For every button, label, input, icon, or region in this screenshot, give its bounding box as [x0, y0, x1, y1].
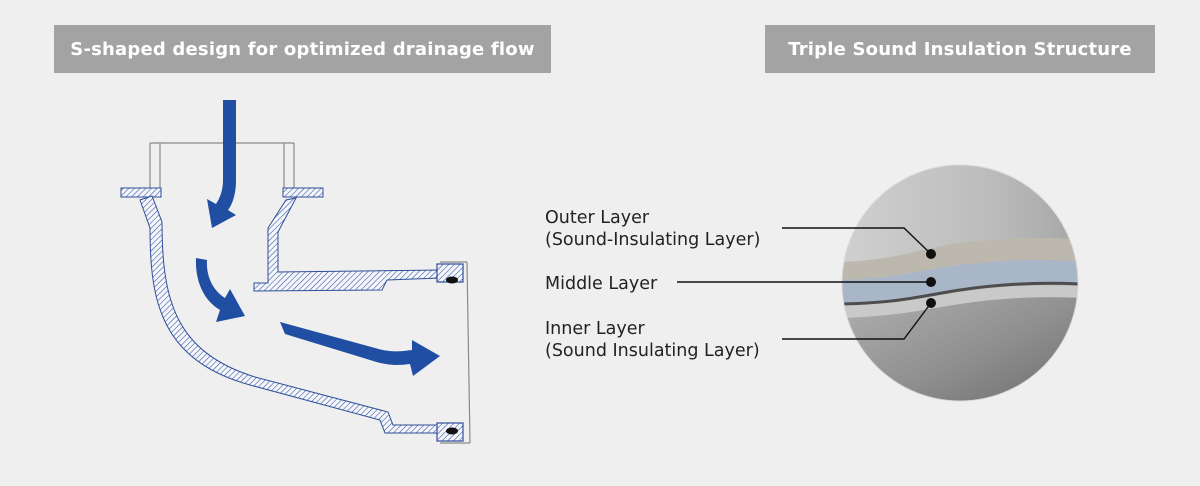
leader-lines [677, 227, 932, 340]
seal-ring-top [446, 276, 458, 284]
leader-outer [782, 227, 932, 255]
inner-layer-band [842, 285, 1078, 318]
pipe-inner-wall [253, 197, 441, 292]
middle-layer-label: Middle Layer [545, 274, 658, 294]
flow-arrows [195, 100, 440, 376]
marker-middle [926, 277, 936, 287]
flow-arrow-1 [207, 100, 236, 228]
flow-arrow-2 [195, 258, 245, 322]
marker-inner [926, 298, 936, 308]
seal-ring-bottom [446, 427, 458, 435]
layer-divider-line [842, 281, 1078, 306]
insulation-layers-detail [677, 164, 1079, 402]
pipe-outlet [436, 261, 471, 444]
flow-arrow-3 [280, 322, 440, 376]
pipe-outer-wall [139, 195, 441, 434]
inner-layer-label: Inner Layer (Sound Insulating Layer) [545, 319, 760, 361]
pipe-cross-section [120, 142, 471, 444]
leader-inner [782, 302, 932, 340]
insulation-diagram-title: Triple Sound Insulation Structure [765, 25, 1155, 73]
outer-layer-label: Outer Layer (Sound-Insulating Layer) [545, 208, 761, 250]
pipe-inlet-hub [149, 142, 295, 195]
base-surface [842, 297, 1078, 401]
outer-layer-band [842, 237, 1078, 280]
middle-layer-band [842, 259, 1078, 304]
pipe-flange [120, 187, 324, 198]
marker-outer [926, 249, 936, 259]
pipe-diagram-title: S-shaped design for optimized drainage f… [54, 25, 551, 73]
